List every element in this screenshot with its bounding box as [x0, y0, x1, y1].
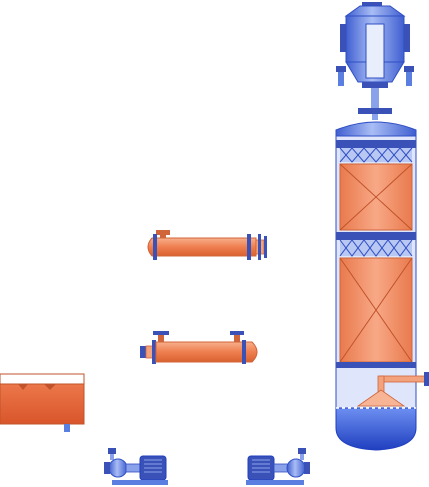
open-tank-icon [0, 373, 85, 432]
feed-inlet-pipe [356, 372, 429, 407]
column-top-nozzle [358, 108, 392, 120]
shell-tube-exchanger-icon [140, 331, 258, 364]
packing-bed-upper [339, 163, 413, 231]
distributor-grid-middle [339, 239, 413, 257]
shell-tube-exchanger-icon [147, 230, 267, 260]
cyclone-separator-icon [336, 2, 414, 108]
centrifugal-pump-icon [104, 448, 168, 485]
packed-tower-icon [335, 121, 429, 451]
centrifugal-pump-icon [246, 448, 310, 485]
packing-bed-lower [339, 257, 413, 363]
distributor-grid-upper [339, 147, 413, 163]
